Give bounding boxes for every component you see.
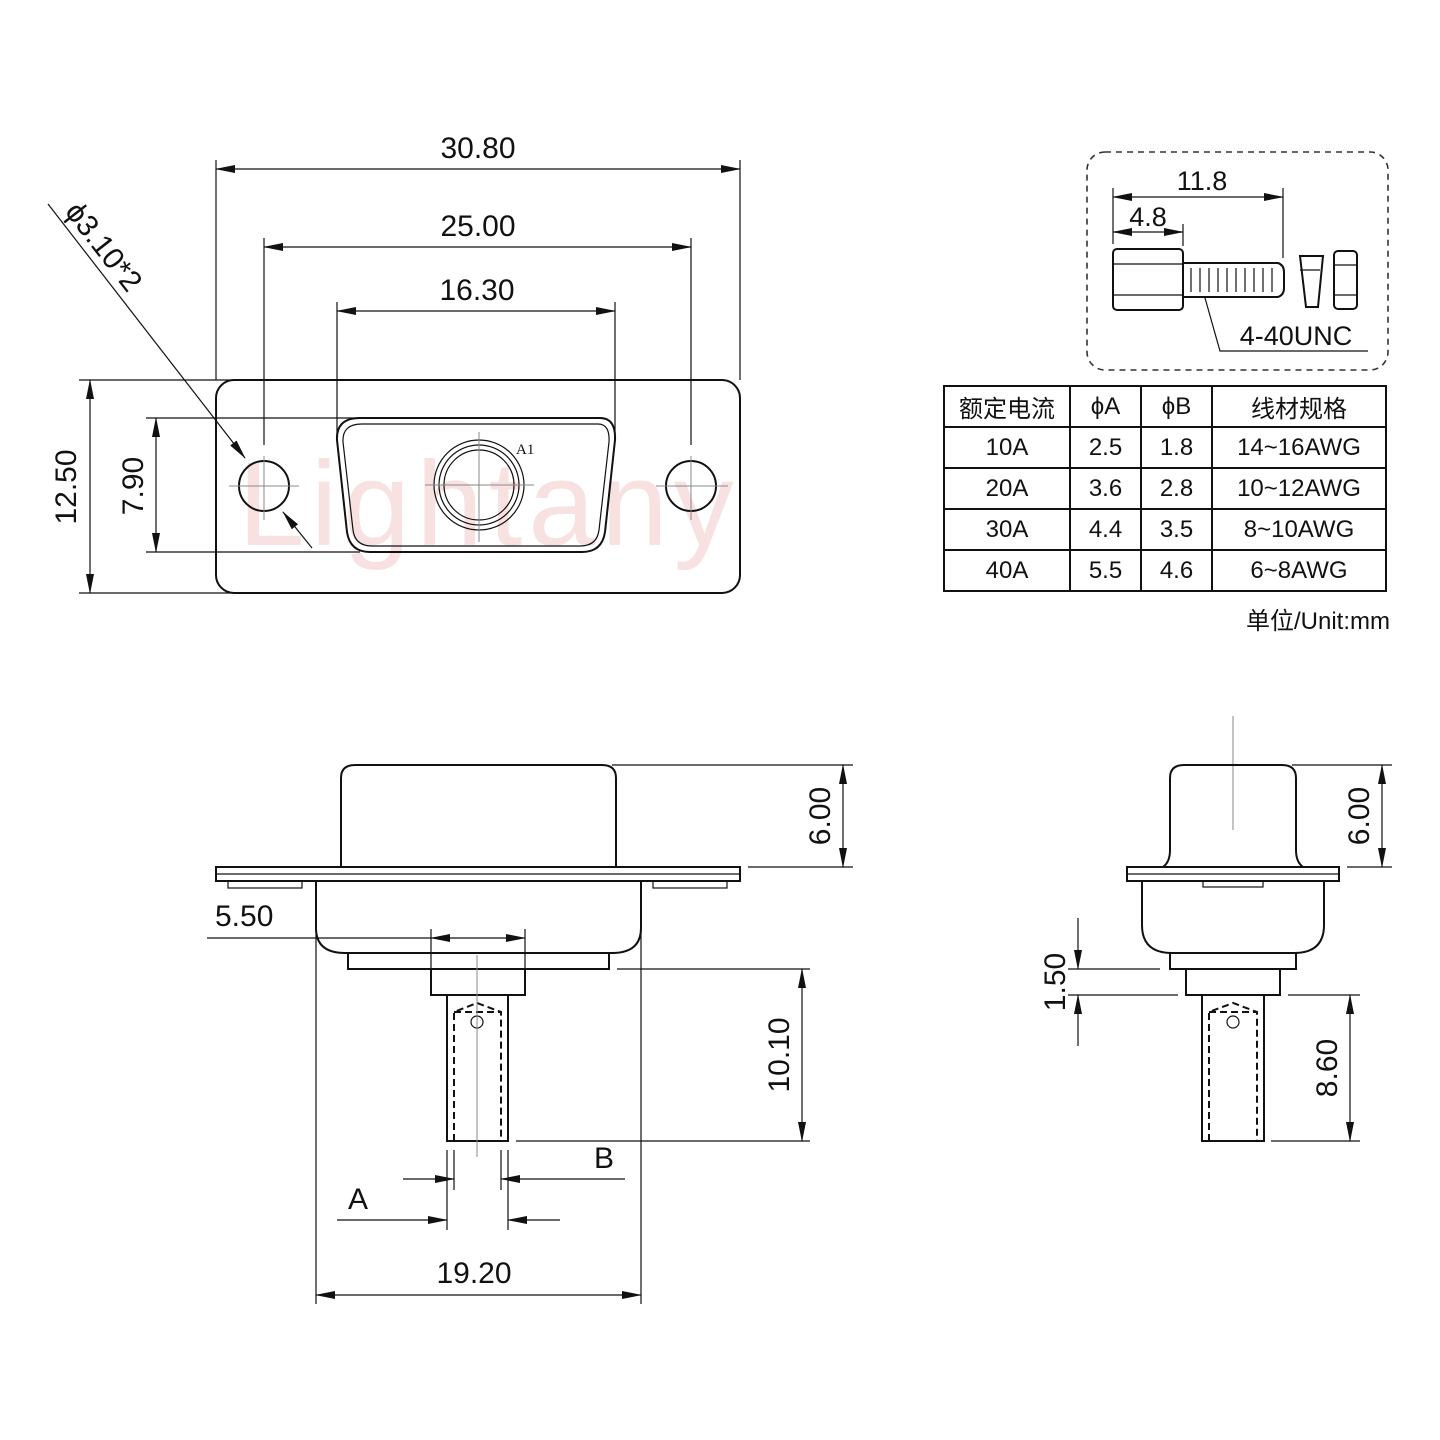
- watermark: Lightany: [238, 437, 740, 571]
- side-cup-bore: [1208, 1001, 1258, 1141]
- spec-table: 额定电流 ϕA ϕB 线材规格 10A 2.5 1.8 14~16AWG 20A…: [943, 385, 1387, 592]
- side-solder-cup: [1201, 994, 1265, 1142]
- side-collar: [1185, 968, 1281, 996]
- cell-current: 30A: [943, 508, 1071, 551]
- label-phi-a: A: [348, 1183, 368, 1216]
- cell-current: 10A: [943, 426, 1071, 469]
- dim-shell-height: 7.90: [117, 457, 150, 515]
- side-shell: [1162, 764, 1304, 868]
- lock-washer: [1298, 255, 1325, 308]
- header-phi-a: ϕA: [1069, 385, 1142, 428]
- cell-phi-b: 3.5: [1140, 508, 1213, 551]
- cell-wire-gauge: 10~12AWG: [1211, 467, 1387, 510]
- side-base: [1169, 952, 1297, 970]
- cell-wire-gauge: 14~16AWG: [1211, 426, 1387, 469]
- label-phi-b: B: [594, 1142, 614, 1175]
- front-body: [315, 881, 642, 954]
- front-base: [347, 952, 610, 970]
- dim-contact-offset: 5.50: [215, 900, 273, 933]
- unit-note: 单位/Unit:mm: [1246, 608, 1390, 635]
- front-cup-bore: [453, 1001, 502, 1141]
- cell-phi-a: 3.6: [1069, 467, 1142, 510]
- table-header-row: 额定电流 ϕA ϕB 线材规格: [943, 385, 1387, 428]
- hex-body: [1112, 248, 1184, 311]
- dim-collar-height: 1.50: [1039, 953, 1072, 1011]
- dim-body-width: 19.20: [436, 1257, 511, 1290]
- table-row: 20A 3.6 2.8 10~12AWG: [943, 467, 1387, 510]
- contact-label: A1: [516, 442, 534, 458]
- front-view: 6.00 5.50 10.10 B A 19.20: [207, 764, 853, 1304]
- dim-front-shell-height: 6.00: [804, 787, 837, 845]
- cell-phi-a: 2.5: [1069, 426, 1142, 469]
- dim-overall-width: 30.80: [440, 132, 515, 165]
- screw-thread: [1183, 262, 1285, 298]
- hex-nut: [1333, 250, 1358, 310]
- screw-detail: 11.8 4.8 4-40UNC: [1086, 151, 1389, 371]
- front-collar: [430, 968, 526, 996]
- table-row: 40A 5.5 4.6 6~8AWG: [943, 549, 1387, 592]
- header-rated-current: 额定电流: [943, 385, 1071, 428]
- d-shell-inner: [342, 423, 610, 547]
- cell-phi-a: 5.5: [1069, 549, 1142, 592]
- dim-screw-length: 11.8: [1177, 166, 1228, 196]
- side-vent-hole: [1226, 1015, 1240, 1029]
- flange-outline: [215, 379, 741, 594]
- cell-current: 20A: [943, 467, 1071, 510]
- table-row: 30A 4.4 3.5 8~10AWG: [943, 508, 1387, 551]
- cell-phi-b: 1.8: [1140, 426, 1213, 469]
- top-view: Lightany A1 30.80 25.00 16.30: [47, 132, 741, 594]
- dim-hex-length: 4.8: [1129, 202, 1167, 232]
- cell-wire-gauge: 6~8AWG: [1211, 549, 1387, 592]
- dim-hole-diameter: ϕ3.10*2: [58, 196, 148, 298]
- dim-overall-height: 12.50: [50, 449, 83, 524]
- dim-shell-width: 16.30: [439, 274, 514, 307]
- cell-current: 40A: [943, 549, 1071, 592]
- cell-phi-b: 4.6: [1140, 549, 1213, 592]
- thread-spec-label: 4-40UNC: [1240, 321, 1353, 351]
- dim-side-shell-height: 6.00: [1343, 787, 1376, 845]
- dim-side-pin-length: 8.60: [1311, 1039, 1344, 1097]
- d-shell-outline: [335, 417, 617, 553]
- side-view: 6.00 1.50 8.60: [1039, 716, 1392, 1142]
- detail-frame: [1086, 151, 1389, 371]
- front-shell: [340, 764, 617, 867]
- side-body: [1141, 881, 1325, 954]
- dim-hole-spacing: 25.00: [440, 210, 515, 243]
- header-phi-b: ϕB: [1140, 385, 1213, 428]
- cell-wire-gauge: 8~10AWG: [1211, 508, 1387, 551]
- cell-phi-a: 4.4: [1069, 508, 1142, 551]
- dim-pin-length: 10.10: [763, 1017, 796, 1092]
- header-wire-gauge: 线材规格: [1211, 385, 1387, 428]
- cell-phi-b: 2.8: [1140, 467, 1213, 510]
- table-row: 10A 2.5 1.8 14~16AWG: [943, 426, 1387, 469]
